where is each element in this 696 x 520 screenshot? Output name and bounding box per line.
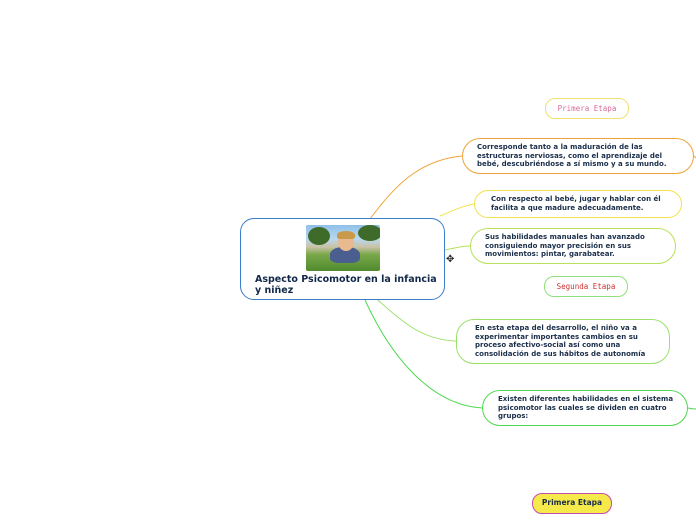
central-topic[interactable]: Aspecto Psicomotor en la infancia y niñe… [240,218,445,300]
link-green2 [364,299,483,409]
topic-proceso-afectivo[interactable]: En esta etapa del desarrollo, el niño va… [456,319,670,364]
label-primera-etapa-bottom[interactable]: Primera Etapa [532,493,612,514]
link-orange [369,155,463,220]
topic-sistema-psicomotor[interactable]: Existen diferentes habilidades en el sis… [482,390,688,426]
topic-maduracion[interactable]: Corresponde tanto a la maduración de las… [462,138,694,174]
topic-habilidades-manuales[interactable]: Sus habilidades manuales han avanzado co… [470,228,676,264]
link-green2-out [687,407,696,410]
topic-jugar-hablar[interactable]: Con respecto al bebé, jugar y hablar con… [474,190,682,218]
link-green1 [377,299,457,342]
central-topic-title: Aspecto Psicomotor en la infancia y niñe… [255,274,437,296]
label-primera-etapa-top[interactable]: Primera Etapa [545,98,629,119]
move-cursor-icon: ✥ [446,254,455,265]
link-yellow [439,203,475,217]
baby-crawling-photo [306,225,380,271]
label-segunda-etapa[interactable]: Segunda Etapa [544,276,628,297]
link-lime [444,245,471,251]
